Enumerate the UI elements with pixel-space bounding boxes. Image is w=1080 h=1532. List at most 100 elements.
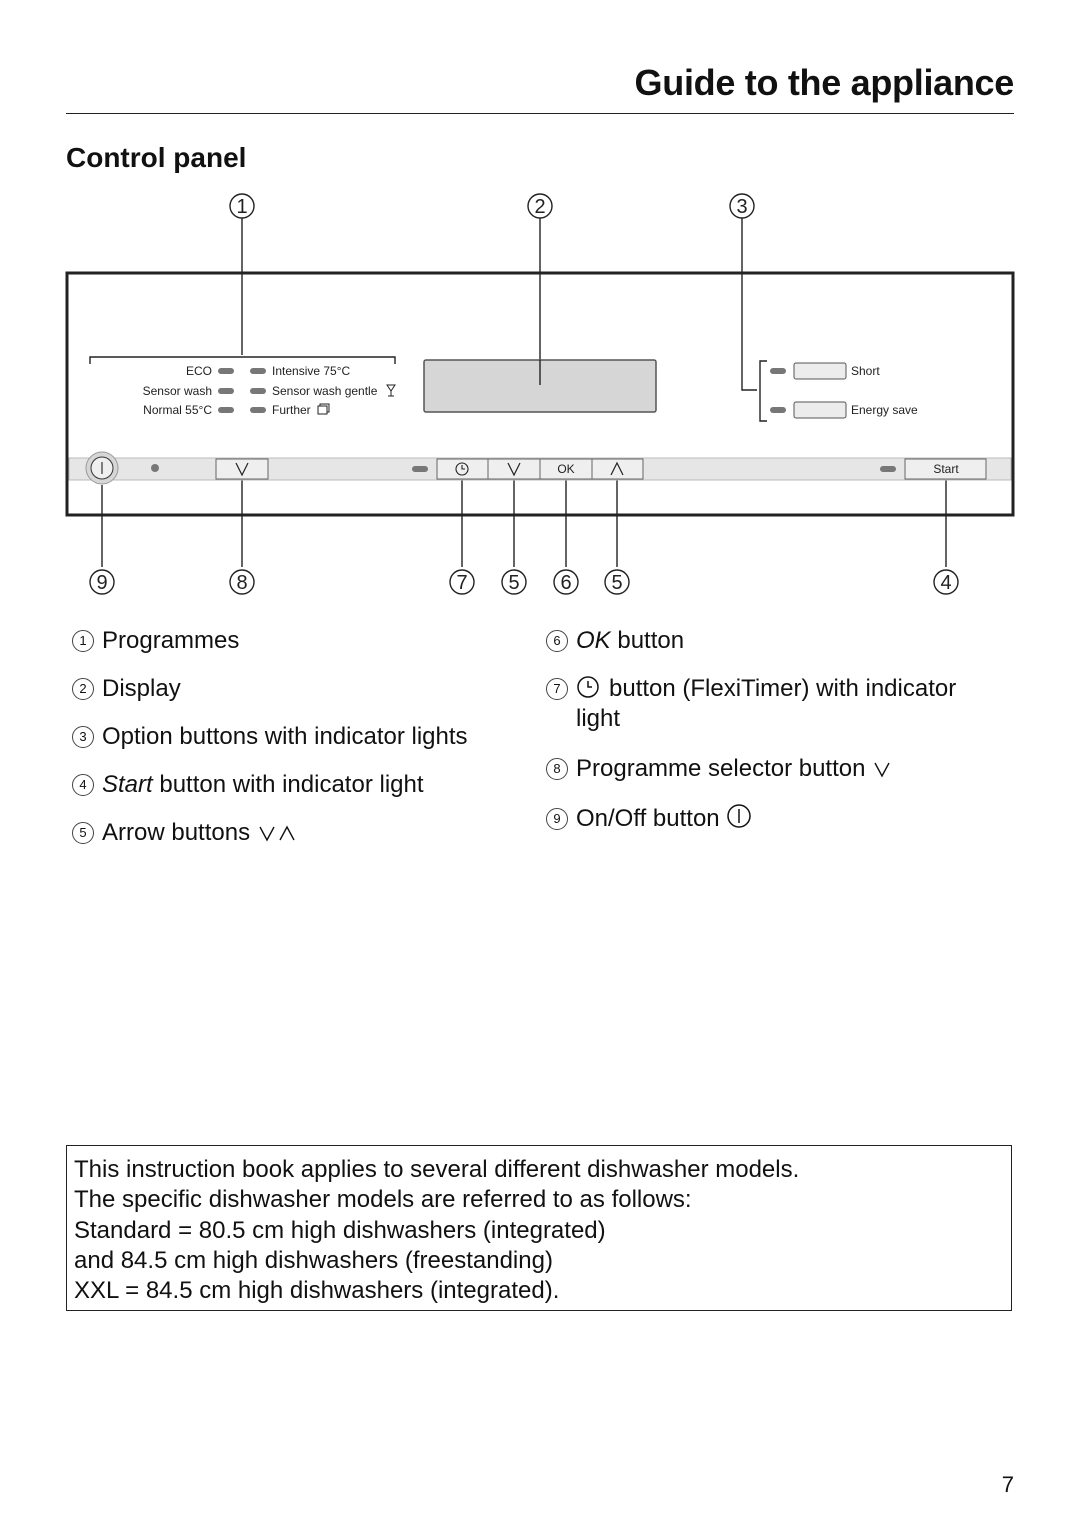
- page-number: 7: [1001, 1472, 1014, 1497]
- energy-save-option-button[interactable]: [793, 401, 847, 419]
- legend-item: 2 Display: [72, 674, 181, 704]
- status-dot: [151, 464, 159, 472]
- legend-text: button with indicator light: [152, 771, 424, 798]
- indicator-light: [218, 388, 234, 394]
- flexitimer-button[interactable]: [436, 458, 489, 480]
- callout-marker: [933, 569, 959, 595]
- callout-number: 2: [534, 196, 545, 218]
- callout-marker: [553, 569, 579, 595]
- chevron-down-icon: [259, 826, 275, 842]
- programme-label-right: Intensive 75°C: [272, 364, 351, 378]
- legend-item: 8 Programme selector button: [546, 754, 892, 784]
- programme-label-left: Normal 55°C: [143, 403, 212, 417]
- legend-text: Programmes: [102, 627, 240, 654]
- legend-number: 5: [72, 822, 94, 844]
- programme-label-right: Sensor wash gentle: [272, 384, 378, 398]
- callout-number: 5: [611, 572, 622, 594]
- legend-item: 7 button (FlexiTimer) with indicator: [546, 674, 956, 704]
- control-panel-diagram: ECO Sensor wash Normal 55°C Intensive 75…: [65, 193, 1015, 595]
- callout-number: 6: [560, 572, 571, 594]
- legend-left: 1 Programmes 2 Display 3 Option buttons wit…: [72, 626, 522, 866]
- arrow-down-button[interactable]: [487, 458, 541, 480]
- legend-number: 8: [546, 758, 568, 780]
- note-line: The specific dishwasher models are refer…: [74, 1186, 692, 1214]
- legend-number: 3: [72, 726, 94, 748]
- power-icon: [727, 804, 752, 828]
- legend-number: 2: [72, 678, 94, 700]
- callout-number: 8: [236, 572, 247, 594]
- callout-marker: [229, 569, 255, 595]
- chevron-down-icon: [874, 762, 890, 778]
- indicator-light: [250, 368, 266, 374]
- callout-number: 4: [940, 572, 951, 594]
- legend-item: 9 On/Off button: [546, 803, 752, 834]
- legend-item: 3 Option buttons with indicator lights: [72, 722, 468, 752]
- option-label-short: Short: [851, 364, 880, 378]
- header-divider: [66, 113, 1014, 114]
- legend-item: 1 Programmes: [72, 626, 239, 656]
- callout-marker: [449, 569, 475, 595]
- legend-number: 6: [546, 630, 568, 652]
- option-indicator-light: [770, 368, 786, 374]
- start-button[interactable]: [904, 458, 987, 480]
- glass-icon: [386, 384, 396, 397]
- arrow-up-button[interactable]: [591, 458, 644, 480]
- option-indicator-light: [770, 407, 786, 413]
- indicator-light: [218, 368, 234, 374]
- callout-marker: [527, 193, 553, 219]
- clock-icon: [577, 676, 599, 698]
- indicator-light: [250, 388, 266, 394]
- callout-marker: [501, 569, 527, 595]
- legend-number: 4: [72, 774, 94, 796]
- chevron-down-icon: [507, 462, 521, 477]
- legend-item: light: [576, 704, 620, 734]
- callout-number: 1: [236, 196, 247, 218]
- legend-number: 9: [546, 808, 568, 830]
- indicator-light: [250, 407, 266, 413]
- legend-italic: Start: [102, 771, 153, 798]
- legend-number: 1: [72, 630, 94, 652]
- ok-button-label: OK: [557, 462, 574, 476]
- clock-icon: [455, 462, 469, 476]
- note-line: This instruction book applies to several…: [74, 1156, 800, 1183]
- models-note: This instruction book applies to several…: [66, 1145, 1012, 1311]
- programme-selector-button[interactable]: [215, 458, 269, 480]
- legend-text-continued: light: [576, 705, 621, 732]
- short-option-button[interactable]: [793, 362, 847, 380]
- callout-marker: [229, 193, 255, 219]
- programme-label-left: ECO: [186, 364, 212, 378]
- programme-label-right: Further: [272, 403, 311, 417]
- flexitimer-indicator-light: [412, 466, 428, 472]
- chevron-down-icon: [235, 462, 249, 477]
- start-button-label: Start: [933, 462, 959, 476]
- programme-label-left: Sensor wash: [143, 384, 212, 398]
- indicator-light: [218, 407, 234, 413]
- legend-text: Arrow buttons: [102, 819, 251, 846]
- option-label-energy-save: Energy save: [851, 403, 918, 417]
- legend-text: Option buttons with indicator lights: [102, 723, 468, 750]
- note-line: XXL = 84.5 cm high dishwashers (integrat…: [74, 1277, 560, 1305]
- legend-text: On/Off button: [576, 805, 720, 832]
- legend-item: 4 Start button with indicator light: [72, 770, 424, 800]
- note-line: and 84.5 cm high dishwashers (freestandi…: [74, 1246, 553, 1274]
- panel-frame: [65, 271, 1015, 517]
- note-line: Standard = 80.5 cm high dishwashers (int…: [74, 1216, 606, 1244]
- callout-marker: [604, 569, 630, 595]
- callout-number: 7: [456, 572, 467, 594]
- callout-number: 9: [96, 572, 107, 594]
- page-header-title: Guide to the appliance: [634, 62, 1015, 103]
- on-off-button[interactable]: [85, 451, 119, 485]
- callout-marker: [729, 193, 755, 219]
- callout-number: 3: [736, 196, 747, 218]
- legend-text: Display: [102, 675, 181, 702]
- further-icon: [317, 403, 330, 415]
- callout-marker: [89, 569, 115, 595]
- legend-text: button (FlexiTimer) with indicator: [609, 675, 957, 702]
- start-indicator-light: [880, 466, 896, 472]
- legend-text: button: [610, 627, 685, 654]
- legend-number: 7: [546, 678, 568, 700]
- legend-item: 5 Arrow buttons: [72, 818, 297, 848]
- legend-text: Programme selector button: [576, 755, 866, 782]
